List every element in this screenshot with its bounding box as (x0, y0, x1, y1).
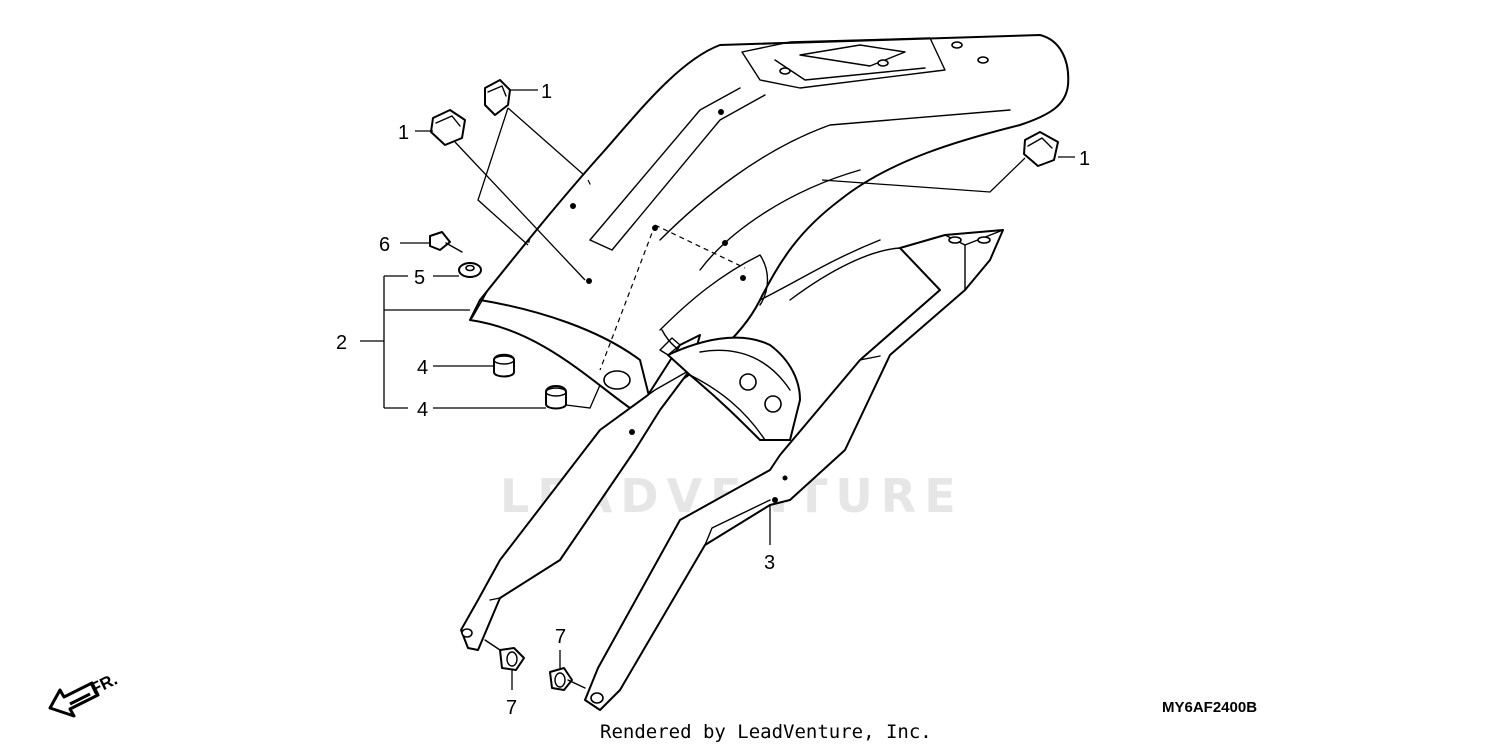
callout-4-lower: 4 (417, 399, 428, 421)
callout-7-right: 7 (555, 626, 566, 648)
callout-1-top: 1 (541, 81, 552, 103)
rear-stay-frame[interactable] (460, 229, 1004, 711)
collar-part-4-upper[interactable] (493, 353, 515, 378)
cushion-part-1-left[interactable] (430, 109, 466, 146)
callout-5: 5 (414, 267, 425, 289)
leader-lines (360, 89, 1075, 690)
bolt-part-7-left[interactable] (484, 639, 525, 671)
callout-4-upper: 4 (417, 357, 428, 379)
bolt-part-7-right[interactable] (549, 667, 586, 691)
callout-3: 3 (764, 552, 775, 574)
callout-1-left: 1 (398, 122, 409, 144)
diagram-code: MY6AF2400B (1162, 699, 1257, 716)
cushion-part-1-top[interactable] (484, 79, 511, 116)
cushion-part-1-right[interactable] (1023, 131, 1059, 167)
callout-2: 2 (336, 332, 347, 354)
callouts: 1 1 1 6 5 2 4 4 3 7 7 (336, 81, 1090, 719)
callout-1-right: 1 (1079, 148, 1090, 170)
collar-part-4-lower[interactable] (545, 385, 567, 410)
callout-6: 6 (379, 234, 390, 256)
callout-7-left: 7 (506, 697, 517, 719)
bolt-part-6[interactable] (429, 231, 463, 253)
nut-part-5[interactable] (458, 262, 482, 278)
front-direction-arrow: FR. (48, 670, 120, 718)
render-credit: Rendered by LeadVenture, Inc. (600, 721, 932, 743)
